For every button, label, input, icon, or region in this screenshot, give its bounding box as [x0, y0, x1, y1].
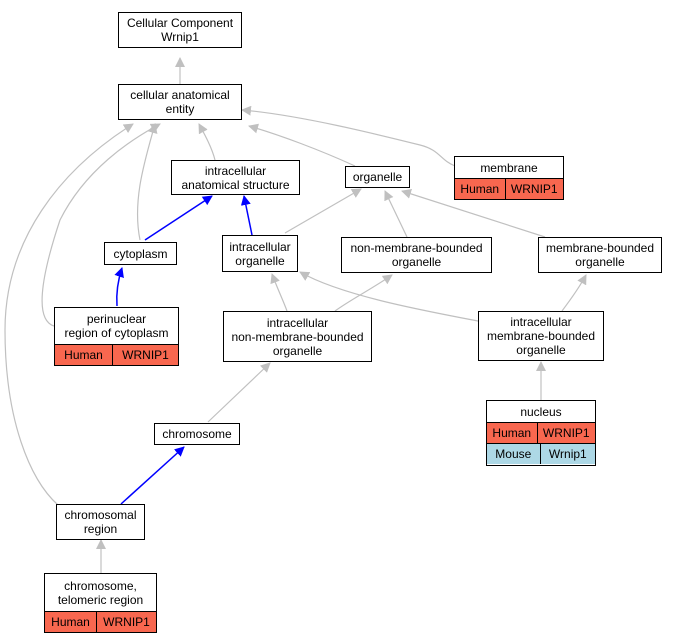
- node-label: cytoplasm: [113, 246, 168, 261]
- node-label: membrane: [480, 160, 538, 175]
- node-label: nucleus: [520, 404, 562, 419]
- edge-chromreg-chromosome-partof: [120, 446, 185, 505]
- species-cell: Human: [455, 179, 505, 199]
- node-label: intracellular membrane-bounded organelle: [486, 315, 596, 357]
- node-label: chromosome: [162, 427, 232, 441]
- species-cell: Human: [55, 345, 113, 365]
- annotation-row: Human WRNIP1: [45, 611, 157, 632]
- node-cellular-component-root[interactable]: Cellular Component Wrnip1: [118, 12, 242, 48]
- node-chromosome[interactable]: chromosome: [154, 423, 240, 445]
- node-label: membrane-bounded organelle: [545, 241, 655, 269]
- species-cell: Mouse: [487, 444, 540, 464]
- edge-io-organelle: [284, 188, 362, 234]
- edge-perinuclear-cytoplasm-partof: [114, 267, 124, 307]
- node-intracellular-organelle[interactable]: intracellular organelle: [222, 235, 298, 272]
- node-label: chromosome, telomeric region: [57, 578, 144, 607]
- edge-inmbo-io: [270, 273, 288, 312]
- edge-membrane-cae: [241, 105, 456, 167]
- node-label: intracellular anatomical structure: [181, 163, 290, 192]
- annotation-row: Mouse Wrnip1: [487, 443, 596, 464]
- node-membrane[interactable]: membrane Human WRNIP1: [454, 156, 564, 200]
- node-label: organelle: [352, 170, 403, 184]
- node-label: intracellular organelle: [229, 239, 291, 268]
- annotation-row: Human WRNIP1: [55, 344, 179, 365]
- edge-chromosome-inmbo: [207, 362, 271, 423]
- gene-cell: WRNIP1: [536, 423, 596, 443]
- gene-cell: WRNIP1: [96, 612, 157, 632]
- edge-imbo-io: [299, 271, 479, 322]
- node-organelle[interactable]: organelle: [345, 166, 410, 188]
- node-intracellular-anatomical-structure[interactable]: intracellular anatomical structure: [171, 160, 300, 195]
- edge-cytoplasm-cae: [136, 123, 158, 241]
- node-non-membrane-bounded-organelle[interactable]: non-membrane-bounded organelle: [341, 237, 492, 273]
- edge-chromreg-cae: [4, 123, 134, 506]
- node-label: intracellular non-membrane-bounded organ…: [231, 315, 364, 358]
- node-cellular-anatomical-entity[interactable]: cellular anatomical entity: [118, 84, 242, 120]
- species-cell: Human: [487, 423, 537, 443]
- species-cell: Human: [45, 612, 97, 632]
- gene-cell: WRNIP1: [112, 345, 179, 365]
- edge-perinuclear-cae: [41, 123, 161, 327]
- annotation-row: Human WRNIP1: [455, 178, 564, 199]
- node-label: perinuclear region of cytoplasm: [64, 312, 169, 340]
- node-perinuclear-region-of-cytoplasm[interactable]: perinuclear region of cytoplasm Human WR…: [54, 307, 179, 366]
- gene-cell: WRNIP1: [504, 179, 564, 199]
- edge-inmbo-nmbo: [334, 274, 393, 312]
- node-membrane-bounded-organelle[interactable]: membrane-bounded organelle: [538, 237, 662, 273]
- edge-ias-cae: [198, 123, 216, 161]
- node-label: cellular anatomical entity: [130, 88, 230, 116]
- edge-io-ias-partof: [240, 195, 253, 236]
- edge-organelle-cae: [248, 123, 356, 167]
- node-label: non-membrane-bounded organelle: [350, 241, 483, 269]
- node-label: chromosomal region: [64, 508, 137, 536]
- gene-cell: Wrnip1: [539, 444, 596, 464]
- node-label: Cellular Component Wrnip1: [126, 16, 234, 44]
- node-chromosome-telomeric-region[interactable]: chromosome, telomeric region Human WRNIP…: [44, 573, 157, 633]
- node-intracellular-membrane-bounded-organelle[interactable]: intracellular membrane-bounded organelle: [478, 311, 604, 361]
- edge-imbo-mbo: [561, 274, 587, 312]
- annotation-row: Human WRNIP1: [487, 422, 596, 443]
- edge-nmbo-organelle: [384, 190, 408, 238]
- edge-mbo-organelle: [401, 188, 546, 238]
- node-intracellular-non-membrane-bounded-organelle[interactable]: intracellular non-membrane-bounded organ…: [223, 311, 372, 362]
- node-chromosomal-region[interactable]: chromosomal region: [56, 504, 145, 540]
- edge-cytoplasm-ias-partof: [144, 195, 213, 241]
- node-nucleus[interactable]: nucleus Human WRNIP1 Mouse Wrnip1: [486, 400, 596, 466]
- node-cytoplasm[interactable]: cytoplasm: [104, 242, 177, 265]
